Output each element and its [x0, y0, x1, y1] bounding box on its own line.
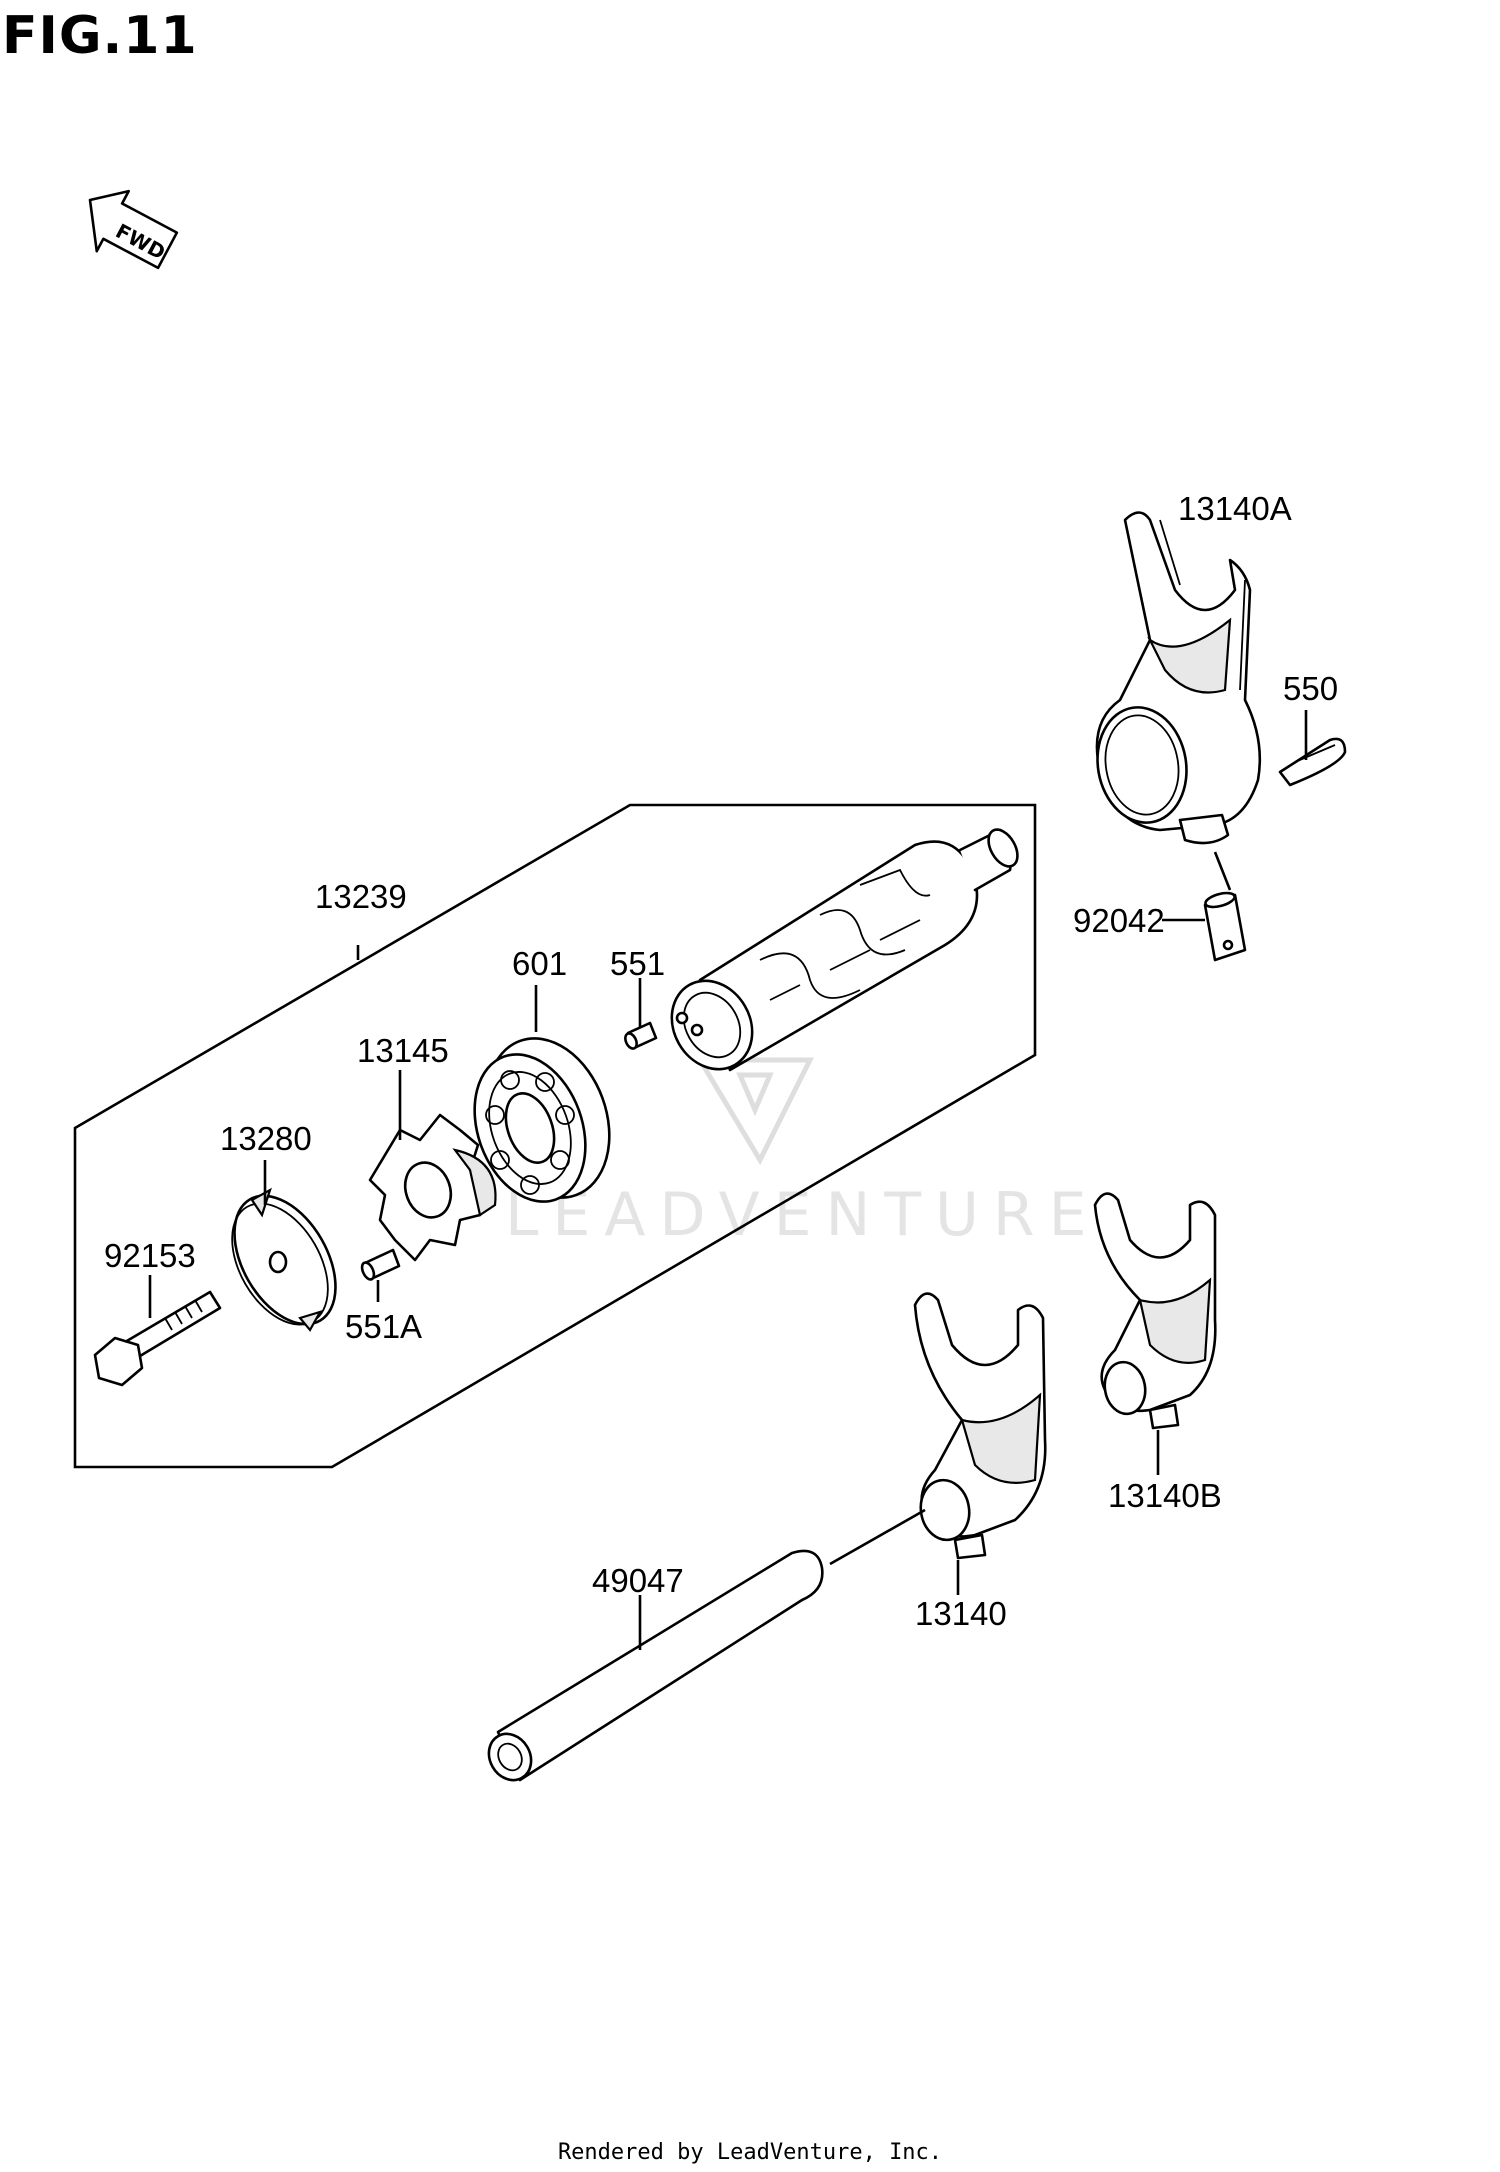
- watermark-text: LEADVENTURE: [505, 1180, 1101, 1250]
- plate-13280: [231, 1187, 337, 1332]
- shift-drum: [670, 828, 1019, 1072]
- callout-13145: 13145: [357, 1032, 449, 1069]
- callout-551A: 551A: [345, 1308, 422, 1345]
- callout-13239: 13239: [315, 878, 407, 915]
- callout-92042: 92042: [1073, 902, 1165, 939]
- watermark: LEADVENTURE: [505, 1057, 1101, 1250]
- star-cam-13145: [368, 1113, 497, 1262]
- leader-lines: [148, 710, 1308, 1650]
- figure-title: FIG.11: [2, 6, 198, 66]
- bolt-92153: [93, 1290, 222, 1387]
- shift-fork-13140: [913, 1292, 1047, 1560]
- callout-601: 601: [512, 945, 567, 982]
- callout-92153: 92153: [104, 1237, 196, 1274]
- shift-fork-13140A: [1095, 511, 1262, 845]
- footer-credit: Rendered by LeadVenture, Inc.: [557, 2140, 943, 2165]
- shaft-49047: [487, 1549, 824, 1782]
- callout-551: 551: [610, 945, 665, 982]
- pin-551: [624, 1021, 658, 1050]
- pin-551A: [360, 1248, 401, 1281]
- cotter-pin-550: [1278, 737, 1347, 787]
- fwd-arrow-icon: FWD: [88, 189, 179, 270]
- callout-13280: 13280: [220, 1120, 312, 1157]
- callout-550: 550: [1283, 670, 1338, 707]
- callout-13140A: 13140A: [1178, 490, 1292, 527]
- callout-labels: 13140A 550 92042 13239 601 551 13145 132…: [104, 490, 1338, 1632]
- callout-49047: 49047: [592, 1562, 684, 1599]
- assembly-box-13239: [73, 803, 1037, 1469]
- pin-92042: [1203, 891, 1247, 962]
- callout-13140B: 13140B: [1108, 1477, 1222, 1514]
- callout-13140: 13140: [915, 1595, 1007, 1632]
- bearing-601: [473, 1037, 611, 1203]
- shift-fork-13140B: [1093, 1192, 1217, 1430]
